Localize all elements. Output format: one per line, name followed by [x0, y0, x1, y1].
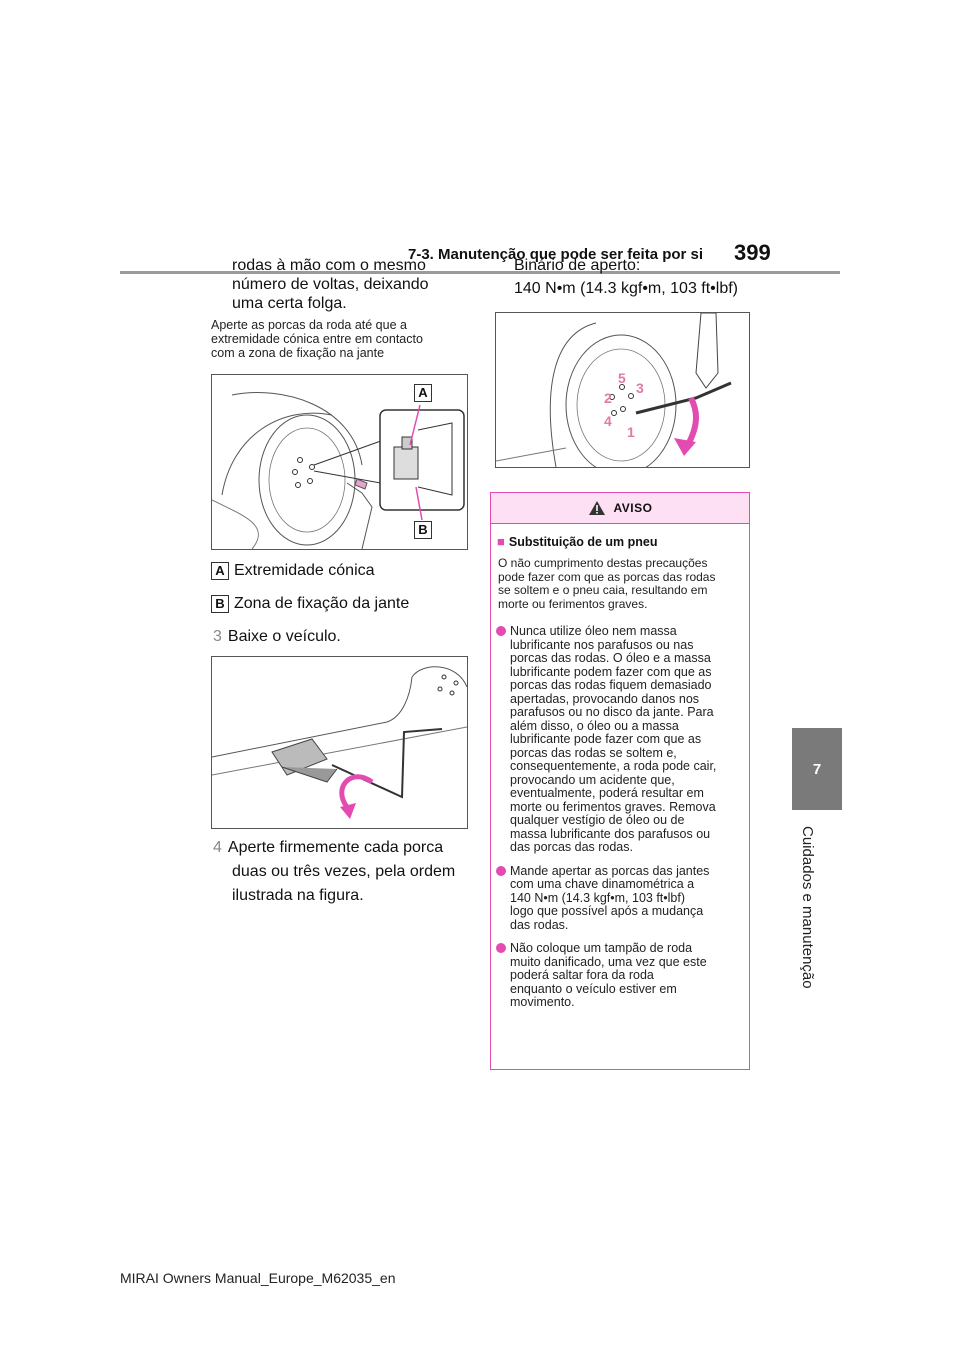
intro-line: se soltem e o pneu caia, resultando em	[498, 583, 708, 597]
warning-triangle-icon	[588, 501, 605, 515]
jack-illustration	[212, 666, 467, 819]
bullet-line: lubrificante pode fazer com que as	[510, 732, 702, 746]
bullet-line: poderá saltar fora da roda	[510, 968, 654, 982]
torque-value: 140 N•m (14.3 kgf•m, 103 ft•lbf)	[514, 280, 739, 297]
legend-item-b: B Zona de fixação da jante	[211, 594, 409, 613]
legend-item-a: A Extremidade cónica	[211, 561, 375, 580]
page-number: 399	[734, 240, 771, 265]
section-title: 7-3. Manutenção que pode ser feita por s…	[408, 246, 704, 263]
step-text: Aperte firmemente cada porca	[227, 839, 444, 856]
bullet-line: 140 N•m (14.3 kgf•m, 103 ft•lbf)	[510, 890, 686, 905]
bullet-line: muito danificado, uma vez que este	[510, 954, 707, 969]
jack-figure	[211, 656, 468, 829]
bullet-line: massa lubrificante dos parafusos ou	[510, 826, 711, 841]
bullet-line: provocando um acidente que,	[510, 772, 675, 787]
header-divider	[120, 271, 840, 274]
bullet-line: enquanto o veículo estiver em	[510, 981, 677, 996]
warning-intro: O não cumprimento destas precauções pode…	[498, 556, 743, 611]
wheel-nut-illustration	[212, 392, 465, 549]
step-text: Baixe o veículo.	[227, 628, 341, 645]
step-text: ilustrada na figura.	[232, 887, 364, 904]
step-4: 4 Aperte firmemente cada porca duas ou tr…	[213, 836, 455, 908]
bullet-line: morte ou ferimentos graves. Remova	[510, 799, 716, 814]
continued-text: rodas à mão com o mesmo número de voltas…	[232, 256, 429, 313]
bullet-dot-icon	[496, 626, 506, 636]
bullet-line: logo que possível após a mudança	[510, 904, 704, 918]
bullet-line: lubrificante nos parafusos ou nas	[510, 637, 694, 652]
caption-line: Aperte as porcas da roda até que a	[211, 318, 407, 332]
legend-marker: B	[211, 594, 229, 613]
bullet-line: movimento.	[510, 995, 575, 1009]
intro-line: pode fazer com que as porcas das rodas	[498, 569, 716, 584]
tightening-order-figure: 1 2 3 4 5	[495, 312, 750, 468]
wheel-nut-figure: A B	[211, 374, 468, 550]
chapter-tab: 7	[792, 728, 842, 810]
chapter-title: Cuidados e manutenção	[799, 826, 816, 989]
text-line: uma certa folga.	[232, 295, 347, 312]
tightening-order-illustration: 1 2 3 4 5	[496, 313, 732, 467]
bullet-line: Não coloque um tampão de roda	[510, 941, 693, 955]
intro-line: O não cumprimento destas precauções	[498, 556, 708, 570]
warning-title-text: Substituição de um pneu	[508, 535, 658, 549]
bullet-line: porcas das rodas se soltem e,	[510, 745, 677, 760]
caption-line: com a zona de fixação na jante	[211, 346, 385, 360]
bullet-dot-icon	[496, 943, 506, 953]
bullet-line: das porcas das rodas.	[510, 840, 633, 854]
bullet-line: apertadas, provocando danos nos	[510, 691, 700, 706]
intro-line: morte ou ferimentos graves.	[498, 596, 648, 611]
label-a: A	[414, 384, 432, 402]
order-4: 4	[604, 413, 612, 429]
bullet-line: qualquer vestígio de óleo ou de	[510, 813, 685, 827]
order-1: 1	[627, 424, 635, 440]
bullet-line: eventualmente, poderá resultar em	[510, 786, 704, 800]
torque-label: Binário de aperto:	[514, 257, 641, 274]
warning-bullet-2: Mande apertar as porcas das jantes com u…	[496, 863, 743, 933]
bullet-line: Mande apertar as porcas das jantes	[510, 863, 710, 878]
text-line: número de voltas, deixando	[232, 276, 429, 293]
bullet-line: com uma chave dinamométrica a	[510, 877, 695, 891]
bullet-line: das rodas.	[510, 917, 569, 932]
bullet-line: porcas das rodas. O óleo e a massa	[510, 651, 711, 665]
bullet-line: consequentemente, a roda pode cair,	[510, 759, 717, 773]
bullet-line: parafusos ou no disco da jante. Para	[510, 705, 714, 719]
order-2: 2	[604, 390, 612, 406]
legend-text: Zona de fixação da jante	[234, 595, 410, 612]
caption-line: extremidade cónica entre em contacto	[211, 332, 423, 346]
step-3: 3 Baixe o veículo.	[213, 627, 341, 646]
warning-heading: AVISO	[613, 501, 653, 515]
bullet-line: Nunca utilize óleo nem massa	[510, 624, 677, 638]
warning-header: AVISO	[491, 493, 749, 524]
footer-text: MIRAI Owners Manual_Europe_M62035_en	[120, 1270, 396, 1286]
square-bullet-icon: ■	[497, 534, 505, 549]
bullet-line: além disso, o óleo ou a massa	[510, 718, 679, 733]
bullet-line: porcas das rodas fiquem demasiado	[510, 678, 712, 692]
warning-bullet-3: Não coloque um tampão de roda muito dani…	[496, 941, 743, 1010]
text-line: rodas à mão com o mesmo	[232, 257, 426, 274]
legend-marker: A	[211, 561, 229, 580]
step-number: 4	[213, 839, 222, 856]
warning-bullet-1: Nunca utilize óleo nem massa lubrificant…	[496, 624, 743, 855]
order-3: 3	[636, 380, 644, 396]
step-number: 3	[213, 628, 222, 645]
label-b: B	[414, 521, 432, 539]
step-text: duas ou três vezes, pela ordem	[232, 863, 456, 880]
order-5: 5	[618, 370, 626, 386]
warning-title: ■Substituição de um pneu	[497, 534, 749, 549]
bullet-line: lubrificante podem fazer com que as	[510, 664, 712, 679]
figure-caption: Aperte as porcas da roda até que a extre…	[211, 318, 423, 360]
warning-box: AVISO ■Substituição de um pneu O não cum…	[490, 492, 750, 1070]
bullet-dot-icon	[496, 865, 506, 876]
legend-text: Extremidade cónica	[234, 562, 375, 579]
